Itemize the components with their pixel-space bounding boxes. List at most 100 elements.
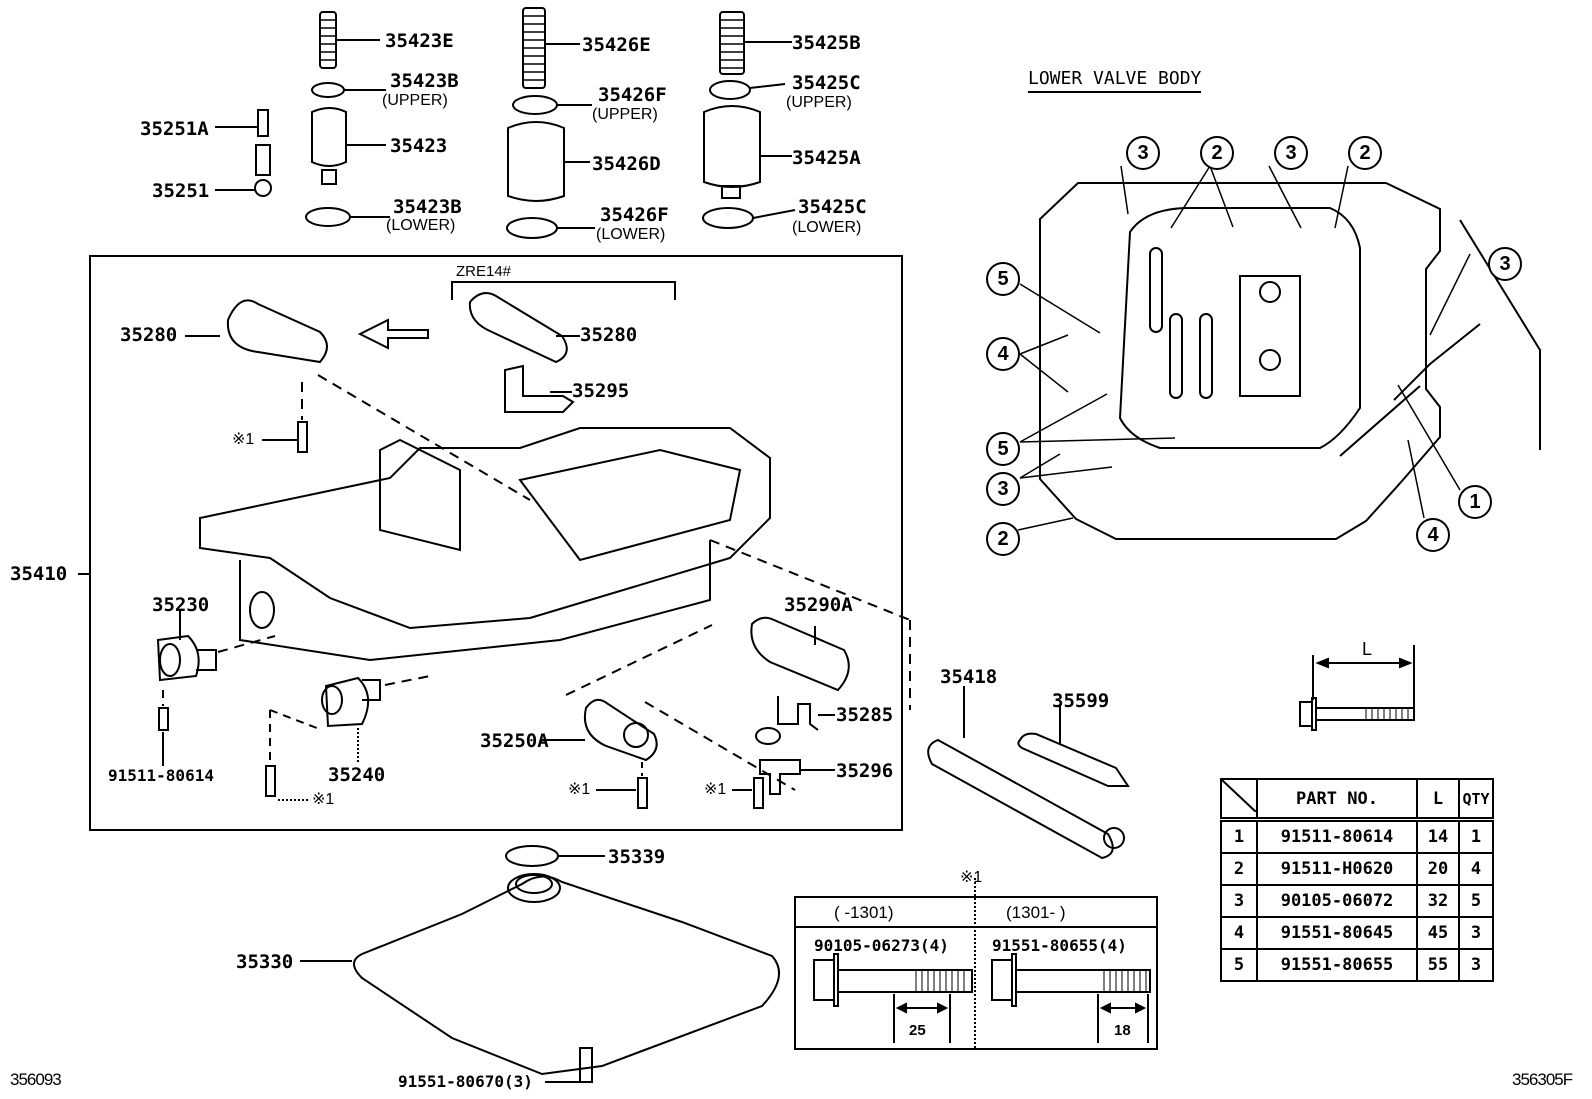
bolt-variant-left-header: ( -1301) bbox=[834, 903, 894, 922]
table-row: 1 91511-80614 14 1 bbox=[1220, 818, 1494, 854]
bolt-variant-right-header: (1301- ) bbox=[1006, 903, 1066, 922]
solenoid-35240 bbox=[265, 675, 431, 801]
bolt-variant-right-dimension: 18 bbox=[1114, 1022, 1131, 1039]
label-35280-left: 35280 bbox=[120, 324, 178, 346]
label-35425c-lower: 35425C bbox=[798, 196, 867, 218]
label-35426f-lower: 35426F bbox=[600, 204, 669, 226]
label-35330: 35330 bbox=[236, 951, 294, 973]
row-length: 14 bbox=[1416, 818, 1460, 854]
label-35251a: 35251A bbox=[140, 118, 209, 140]
callout-3: 3 bbox=[986, 472, 1020, 506]
label-35423e: 35423E bbox=[385, 30, 454, 52]
row-length: 20 bbox=[1416, 852, 1460, 886]
label-35426d: 35426D bbox=[592, 153, 661, 175]
row-no: 2 bbox=[1220, 852, 1258, 886]
header-qty: QTY bbox=[1458, 778, 1494, 822]
plate-35599 bbox=[1017, 706, 1130, 787]
bolt-parts-table: PART NO. L QTY 1 91511-80614 14 1 2 9151… bbox=[1220, 778, 1494, 982]
solenoid-35290a bbox=[750, 616, 850, 795]
label-35418: 35418 bbox=[940, 666, 998, 688]
solenoid-35280-right bbox=[468, 292, 580, 413]
check-ball-35251 bbox=[215, 144, 272, 197]
row-part: 91511-H0620 bbox=[1256, 852, 1418, 886]
label-35410: 35410 bbox=[10, 563, 68, 585]
label-35295: 35295 bbox=[572, 380, 630, 402]
label-35339: 35339 bbox=[608, 846, 666, 868]
row-part: 90105-06072 bbox=[1256, 884, 1418, 918]
lower-valve-body-drawing bbox=[1039, 182, 1541, 540]
table-row: 3 90105-06072 32 5 bbox=[1220, 884, 1494, 918]
row-qty: 3 bbox=[1458, 916, 1494, 950]
row-no: 5 bbox=[1220, 948, 1258, 982]
oring-35423b-upper bbox=[311, 82, 386, 98]
solenoid-35250a bbox=[540, 624, 796, 809]
bolt-variant-box: ( -1301) (1301- ) 90105-06273(4) 91551-8… bbox=[794, 878, 1158, 1050]
label-35425a: 35425A bbox=[792, 147, 861, 169]
table-row: 4 91551-80645 45 3 bbox=[1220, 916, 1494, 950]
note-lower: (LOWER) bbox=[792, 219, 862, 236]
label-35599: 35599 bbox=[1052, 690, 1110, 712]
callout-2: 2 bbox=[986, 522, 1020, 556]
label-35425b: 35425B bbox=[792, 32, 861, 54]
row-qty: 1 bbox=[1458, 818, 1494, 854]
footer-left-code: 356093 bbox=[10, 1070, 62, 1089]
label-91551-80670: 91551-80670(3) bbox=[398, 1072, 533, 1091]
plug-35426d bbox=[507, 121, 590, 202]
oring-35426f-lower bbox=[506, 217, 595, 239]
note-upper: (UPPER) bbox=[786, 94, 852, 111]
row-length: 32 bbox=[1416, 884, 1460, 918]
callout-3: 3 bbox=[1126, 136, 1160, 170]
row-no: 3 bbox=[1220, 884, 1258, 918]
row-part: 91551-80645 bbox=[1256, 916, 1418, 950]
note-marker: ※1 bbox=[312, 791, 335, 808]
label-35426f-upper: 35426F bbox=[598, 84, 667, 106]
plug-35425a bbox=[703, 105, 792, 199]
note-lower: (LOWER) bbox=[596, 226, 666, 243]
table-row: 2 91511-H0620 20 4 bbox=[1220, 852, 1494, 886]
bolt-variant-divider bbox=[974, 878, 976, 1048]
label-35280-right: 35280 bbox=[580, 324, 638, 346]
note-upper: (UPPER) bbox=[382, 92, 448, 109]
bolt-variant-drawings bbox=[813, 953, 1151, 1043]
callout-5: 5 bbox=[986, 432, 1020, 466]
label-35423: 35423 bbox=[390, 135, 448, 157]
row-qty: 3 bbox=[1458, 948, 1494, 982]
header-part-no: PART NO. bbox=[1256, 778, 1418, 822]
valve-body-group-box bbox=[89, 255, 903, 831]
oring-35339 bbox=[505, 845, 605, 867]
row-no: 4 bbox=[1220, 916, 1258, 950]
label-35423b-upper: 35423B bbox=[390, 70, 459, 92]
bolt-variant-left-dimension: 25 bbox=[909, 1022, 926, 1039]
label-35296: 35296 bbox=[836, 760, 894, 782]
oring-35426f-upper bbox=[512, 95, 592, 115]
table-corner-cell bbox=[1220, 778, 1258, 822]
row-part: 91511-80614 bbox=[1256, 818, 1418, 854]
label-35290a: 35290A bbox=[784, 594, 853, 616]
length-label: L bbox=[1362, 639, 1373, 659]
row-length: 45 bbox=[1416, 916, 1460, 950]
row-length: 55 bbox=[1416, 948, 1460, 982]
table-header-row: PART NO. L QTY bbox=[1220, 778, 1494, 822]
callout-1: 1 bbox=[1458, 485, 1492, 519]
length-dimension-bolt bbox=[1299, 645, 1415, 731]
callout-4: 4 bbox=[1416, 518, 1450, 552]
note-marker: ※1 bbox=[704, 781, 727, 798]
label-35285: 35285 bbox=[836, 704, 894, 726]
diagonal-slash bbox=[1221, 779, 1257, 813]
callout-5: 5 bbox=[986, 262, 1020, 296]
note-marker: ※1 bbox=[568, 781, 591, 798]
label-35425c-upper: 35425C bbox=[792, 72, 861, 94]
spring-35425b bbox=[719, 11, 792, 75]
note-upper: (UPPER) bbox=[592, 106, 658, 123]
spring-35423e bbox=[319, 11, 380, 69]
row-no: 1 bbox=[1220, 818, 1258, 854]
valve-body-35410 bbox=[199, 427, 911, 710]
label-35423b-lower: 35423B bbox=[393, 196, 462, 218]
header-length: L bbox=[1416, 778, 1460, 822]
solenoid-35280-left bbox=[185, 299, 531, 501]
callout-3: 3 bbox=[1274, 136, 1308, 170]
row-qty: 5 bbox=[1458, 884, 1494, 918]
label-35251: 35251 bbox=[152, 180, 210, 202]
spring-35251a bbox=[215, 109, 269, 137]
